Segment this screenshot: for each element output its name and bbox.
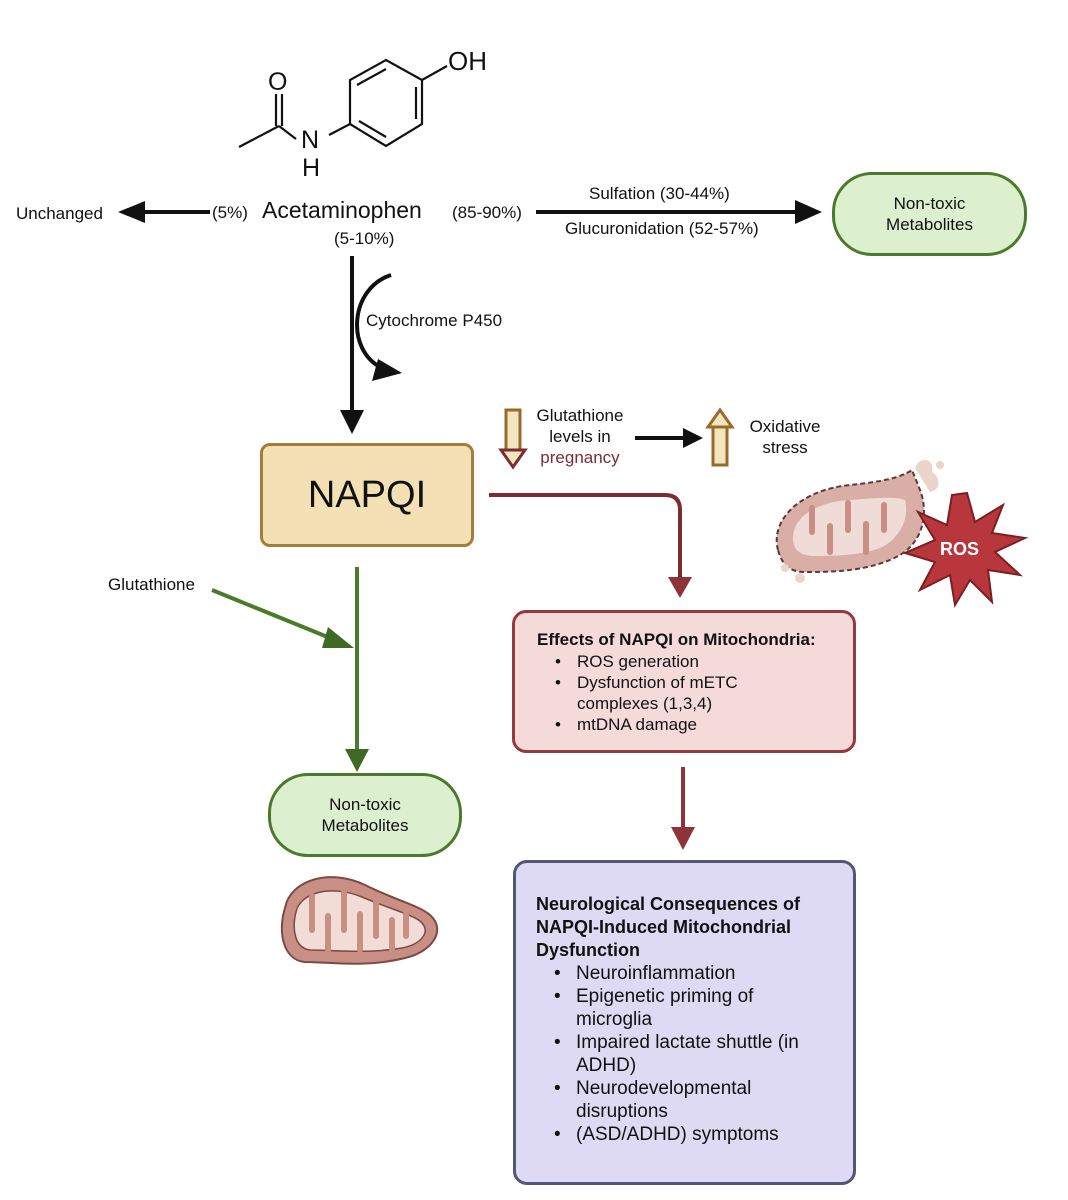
acetaminophen-structure-bonds [238,58,448,148]
napqi-box: NAPQI [260,443,474,547]
nontoxic-metabolites-top: Non-toxic Metabolites [832,172,1027,256]
glutathione-to-stress-arrow [635,428,703,448]
hydroxyl-group-label: OH [448,46,487,76]
neuro-item: Neuroinflammation [554,962,853,985]
conjugation-arrow [536,200,822,224]
neuro-item: Epigenetic priming of microglia [554,985,796,1031]
hydrogen-atom-label: H [302,154,321,182]
oxidative-stress-up-arrow [705,407,735,467]
conjugation-percent: (85-90%) [452,203,522,222]
nontoxic-bottom-line2: Metabolites [321,816,409,835]
nontoxic-top-line2: Metabolites [886,215,973,234]
nontoxic-top-line1: Non-toxic [893,194,966,213]
effects-item: Dysfunction of mETC complexes (1,3,4) [555,672,777,714]
oxygen-atom-label: O [268,68,288,96]
healthy-mitochondrion-icon [280,876,439,965]
sulfation-label: Sulfation (30-44%) [589,184,730,203]
glucuronidation-label: Glucuronidation (52-57%) [565,219,759,238]
napqi-to-effects-arrow [489,493,692,598]
ros-starburst-icon [902,491,1029,608]
nontoxic-metabolites-bottom: Non-toxic Metabolites [268,773,462,857]
neuro-item: (ASD/ADHD) symptoms [554,1123,853,1146]
glutathione-label: Glutathione [108,575,195,594]
effects-list: ROS generation Dysfunction of mETC compl… [537,651,853,735]
cyp-main-arrow [340,256,364,434]
oxidative-stress-line1: Oxidative [749,417,821,436]
neuro-list: Neuroinflammation Epigenetic priming of … [536,962,853,1146]
glutathione-note-pregnancy: pregnancy [540,448,620,467]
unchanged-percent: (5%) [212,203,248,222]
glutathione-note-line1: Glutathione [536,406,624,425]
neuro-item: Neurodevelopmental disruptions [554,1077,796,1123]
cytochrome-p450-label: Cytochrome P450 [366,311,503,330]
neurological-consequences-box: Neurological Consequences of NAPQI-Induc… [513,860,856,1185]
effects-to-neuro-arrow [671,767,695,850]
unchanged-label: Unchanged [16,204,103,223]
effects-box: Effects of NAPQI on Mitochondria: ROS ge… [512,610,856,753]
effects-item: ROS generation [555,651,853,672]
damaged-mitochondrion-icon [775,459,944,583]
neuro-item: Impaired lactate shuttle (in ADHD) [554,1031,826,1077]
napqi-to-nontoxic-arrow [345,567,369,772]
cyp-curved-arrow [355,273,402,381]
oxidative-stress-line2: stress [762,438,808,457]
acetaminophen-label: Acetaminophen [262,197,422,223]
neuro-title: Neurological Consequences of NAPQI-Induc… [536,894,801,960]
glutathione-arrow [211,588,354,648]
glutathione-pregnancy-note: Glutathione levels in pregnancy [528,405,632,468]
ros-label: ROS [940,539,980,559]
nontoxic-bottom-line1: Non-toxic [329,795,401,814]
unchanged-arrow [118,201,210,223]
napqi-label: NAPQI [307,473,427,516]
oxidative-stress-note: Oxidative stress [740,416,830,458]
effects-item: mtDNA damage [555,714,853,735]
glutathione-note-line2: levels in [549,427,611,446]
nitrogen-atom-label: N [301,126,320,154]
oxidation-percent: (5-10%) [334,229,395,248]
effects-title: Effects of NAPQI on Mitochondria: [537,630,816,649]
glutathione-down-arrow [498,408,528,470]
